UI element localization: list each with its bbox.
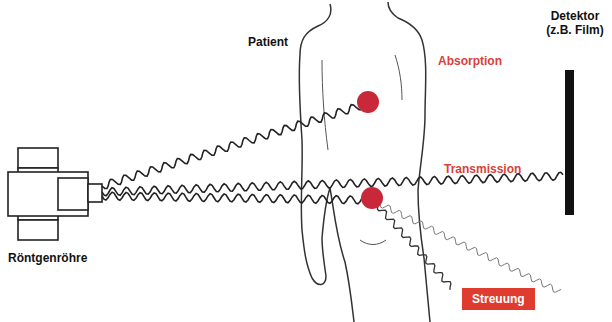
ray xyxy=(377,206,451,290)
transmission-label: Transmission xyxy=(444,163,521,177)
absorption-point xyxy=(357,91,379,113)
rays xyxy=(102,105,563,293)
tube-label: Röntgenröhre xyxy=(8,252,87,266)
ray xyxy=(380,204,561,292)
scatter-label: Streuung xyxy=(472,292,525,306)
patient-label: Patient xyxy=(248,36,288,50)
ray xyxy=(102,105,361,189)
patient-outline xyxy=(299,2,430,322)
scatter-point xyxy=(361,187,383,209)
scatter-box: Streuung xyxy=(462,288,535,310)
ray xyxy=(102,192,362,204)
patient-detail xyxy=(322,55,402,245)
xray-tube xyxy=(8,148,102,240)
detector-label: Detektor (z.B. Film) xyxy=(544,10,606,38)
absorption-label: Absorption xyxy=(438,55,502,69)
detector-bar xyxy=(565,70,574,215)
